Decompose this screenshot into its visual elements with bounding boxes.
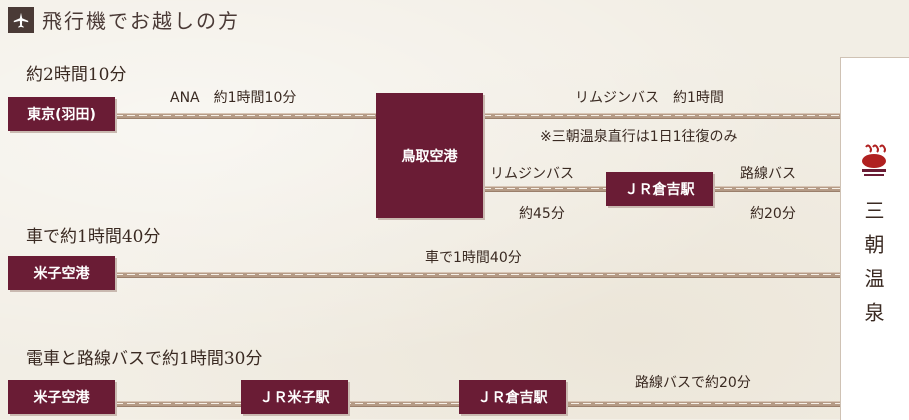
limousine2-line — [483, 186, 608, 192]
train-bus-label: 路線バスで約20分 — [635, 375, 751, 391]
car-line — [115, 272, 843, 278]
car-label: 車で1時間40分 — [425, 250, 522, 266]
tottori-airport-box: 鳥取空港 — [376, 93, 483, 218]
flight-label: ANA 約1時間10分 — [170, 90, 297, 106]
air-route-title: 約2時間10分 — [26, 65, 127, 85]
destination-name: 三朝温泉 — [861, 200, 885, 336]
car-route-title: 車で約1時間40分 — [26, 227, 161, 247]
limousine2-time: 約45分 — [519, 206, 565, 222]
page-title: 飛行機でお越しの方 — [42, 9, 240, 33]
tokyo-haneda-box: 東京(羽田) — [8, 97, 115, 131]
jr-kurayoshi-box: ＪＲ倉吉駅 — [606, 172, 713, 206]
train-route-title: 電車と路線バスで約1時間30分 — [26, 349, 263, 369]
limousine-label: リムジンバス 約1時間 — [575, 90, 724, 106]
bus-line — [712, 186, 842, 192]
yonago-airport-box: 米子空港 — [8, 256, 115, 290]
limousine-line — [483, 113, 843, 119]
misasa-onsen-logo-icon — [858, 143, 890, 179]
destination-panel — [840, 57, 909, 420]
jr-yonago-box: ＪＲ米子駅 — [241, 380, 348, 414]
yonago-airport-box-2: 米子空港 — [8, 380, 115, 414]
bus-label: 路線バス — [740, 166, 796, 182]
jr-kurayoshi-box-2: ＪＲ倉吉駅 — [459, 380, 566, 414]
airplane-icon — [8, 7, 34, 33]
bus-time: 約20分 — [750, 206, 796, 222]
flight-line — [115, 113, 380, 119]
limousine2-label: リムジンバス — [490, 166, 574, 182]
limousine-note: ※三朝温泉直行は1日1往復のみ — [540, 129, 738, 145]
